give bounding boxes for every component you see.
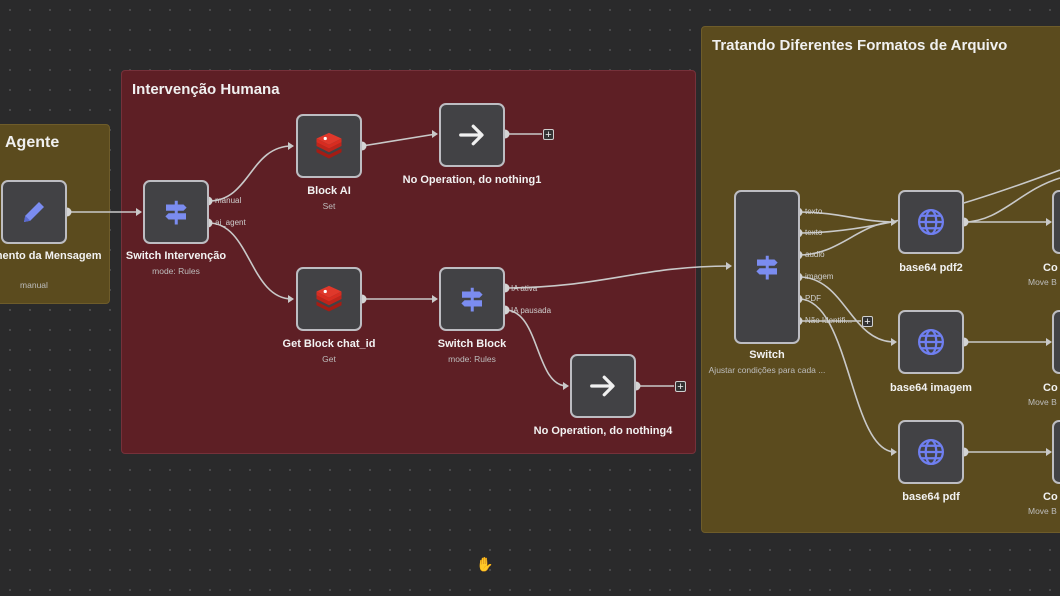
- port-label-texto-2: texto: [805, 228, 823, 237]
- group-title-tratando-formatos: Tratando Diferentes Formatos de Arquivo: [712, 37, 1008, 54]
- port-label-ai-agent: ai_agent: [215, 218, 246, 227]
- node-block-ai[interactable]: [296, 114, 362, 178]
- node-sub-block-ai: Set: [322, 201, 336, 211]
- globe-icon: [918, 209, 944, 235]
- arrow-right-icon: [590, 375, 615, 397]
- node-sub-get-block: Get: [322, 354, 336, 364]
- edge-blockai-noop1: [361, 133, 437, 147]
- port-label-audio: audio: [805, 250, 825, 259]
- group-title-intervencao-humana: Intervenção Humana: [132, 81, 280, 98]
- edge-aiagent-getblock: [208, 222, 293, 300]
- pencil-icon: [24, 202, 44, 222]
- edge-texto1-pdf2: [798, 211, 896, 223]
- port-label-manual: manual: [215, 196, 242, 205]
- hand-cursor-icon: ✋: [476, 556, 494, 572]
- node-sub-switch-intervencao: mode: Rules: [152, 266, 200, 276]
- port-label-nao-identificado: Não Identifi...: [805, 316, 853, 325]
- node-sub-switch-block: mode: Rules: [448, 354, 496, 364]
- node-label-tratamento: Tratamento da Mensagem: [0, 250, 102, 262]
- node-sub-convert-1: Move B: [1028, 277, 1057, 287]
- node-sub-convert-3: Move B: [1028, 506, 1057, 516]
- port-label-pdf: PDF: [805, 294, 821, 303]
- node-label-switch-block: Switch Block: [437, 338, 507, 350]
- port-label-ia-ativa: IA ativa: [511, 284, 538, 293]
- node-no-operation-1[interactable]: [439, 103, 505, 167]
- node-switch[interactable]: [734, 190, 800, 344]
- node-label-convert-3: Co: [1043, 491, 1058, 503]
- signpost-icon: [165, 200, 187, 225]
- add-node-button[interactable]: +: [862, 316, 873, 328]
- node-convert-3[interactable]: [1052, 420, 1060, 484]
- group-title-agente: Agente: [5, 134, 60, 151]
- globe-icon: [918, 439, 944, 465]
- redis-icon: [316, 285, 342, 312]
- node-label-convert-2: Co: [1043, 382, 1058, 394]
- node-label-switch-intervencao: Switch Intervenção: [125, 250, 227, 262]
- node-label-base64-imagem: base64 imagem: [890, 382, 972, 394]
- node-switch-block[interactable]: [439, 267, 505, 331]
- node-label-get-block: Get Block chat_id: [282, 338, 376, 350]
- node-switch-intervencao[interactable]: [143, 180, 209, 244]
- port-label-texto-1: texto: [805, 207, 823, 216]
- node-label-no-operation-4: No Operation, do nothing4: [533, 425, 673, 437]
- edge-manual-blockai: [208, 145, 293, 202]
- redis-icon: [316, 132, 342, 159]
- node-label-switch: Switch: [749, 349, 785, 361]
- node-base64-imagem[interactable]: [898, 310, 964, 374]
- signpost-icon: [461, 287, 483, 312]
- port-label-imagem: imagem: [805, 272, 834, 281]
- node-no-operation-4[interactable]: [570, 354, 636, 418]
- add-node-button[interactable]: +: [543, 129, 554, 141]
- add-node-button[interactable]: +: [675, 381, 686, 393]
- node-label-no-operation-1: No Operation, do nothing1: [402, 174, 542, 186]
- node-base64-pdf[interactable]: [898, 420, 964, 484]
- node-get-block-chat-id[interactable]: [296, 267, 362, 331]
- node-sub-convert-2: Move B: [1028, 397, 1057, 407]
- node-convert-1[interactable]: [1052, 190, 1060, 254]
- node-label-base64-pdf: base64 pdf: [902, 491, 960, 503]
- edge-pdf2-up: [963, 177, 1060, 223]
- signpost-icon: [756, 255, 778, 280]
- edge-iaativa-switch: [504, 265, 731, 289]
- node-sub-switch: Ajustar condições para cada ...: [708, 365, 826, 375]
- edge-pdf-pdf: [798, 298, 896, 453]
- node-tratamento-mensagem[interactable]: [1, 180, 67, 244]
- node-sub-tratamento: manual: [20, 280, 48, 290]
- port-label-ia-pausada: IA pausada: [511, 306, 552, 315]
- edge-iapausada-noop4: [504, 309, 568, 387]
- node-base64-pdf2[interactable]: [898, 190, 964, 254]
- node-label-block-ai: Block AI: [307, 185, 351, 197]
- arrow-right-icon: [459, 124, 484, 146]
- edge-audio-pdf2: [798, 221, 896, 256]
- node-label-convert-1: Co: [1043, 262, 1058, 274]
- node-convert-2[interactable]: [1052, 310, 1060, 374]
- node-label-base64-pdf2: base64 pdf2: [899, 262, 963, 274]
- globe-icon: [918, 329, 944, 355]
- edge-imagem-imagem: [798, 276, 896, 343]
